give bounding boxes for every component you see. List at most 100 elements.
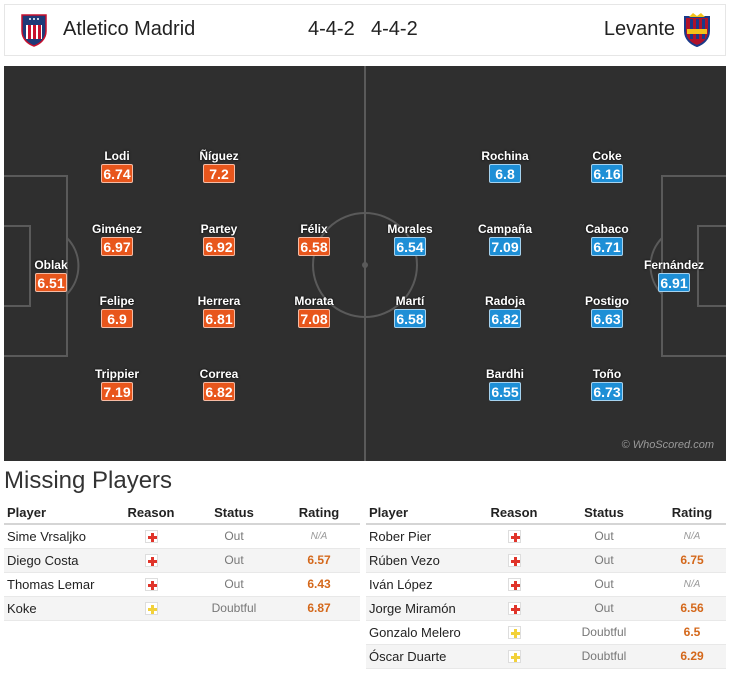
- player-rating: 6.73: [591, 382, 623, 401]
- missing-reason: [478, 524, 550, 549]
- missing-player-name[interactable]: Koke: [4, 596, 112, 621]
- missing-reason: [112, 548, 190, 573]
- player-rating: 6.82: [489, 309, 521, 328]
- col-reason[interactable]: Reason: [112, 502, 190, 525]
- col-status[interactable]: Status: [550, 502, 658, 525]
- missing-status: Out: [190, 548, 278, 573]
- missing-rating: 6.29: [658, 644, 726, 669]
- whoscored-watermark: © WhoScored.com: [621, 439, 714, 451]
- home-team-name[interactable]: Atletico Madrid: [63, 18, 196, 40]
- missing-player-name[interactable]: Diego Costa: [4, 548, 112, 573]
- injury-cross-icon[interactable]: [144, 578, 158, 592]
- levante-crest-icon[interactable]: [681, 13, 713, 47]
- missing-status: Doubtful: [550, 620, 658, 645]
- missing-player-name[interactable]: Rober Pier: [366, 524, 478, 549]
- doubtful-cross-icon[interactable]: [507, 626, 521, 640]
- missing-player-name[interactable]: Gonzalo Melero: [366, 620, 478, 645]
- player-rating: 6.55: [489, 382, 521, 401]
- missing-player-name[interactable]: Iván López: [366, 572, 478, 597]
- player-name: Giménez: [91, 222, 142, 236]
- missing-player-name[interactable]: Thomas Lemar: [4, 572, 112, 597]
- col-player[interactable]: Player: [366, 502, 478, 525]
- injury-cross-icon[interactable]: [507, 602, 521, 616]
- player-rating: 6.82: [203, 382, 235, 401]
- injury-cross-icon[interactable]: [507, 578, 521, 592]
- player-rating: 6.54: [394, 237, 426, 256]
- missing-rating: 6.87: [278, 596, 360, 621]
- col-reason[interactable]: Reason: [478, 502, 550, 525]
- missing-status: Out: [190, 572, 278, 597]
- doubtful-cross-icon[interactable]: [144, 602, 158, 616]
- missing-reason: [112, 524, 190, 549]
- missing-reason: [112, 572, 190, 597]
- player-name: Morales: [387, 222, 433, 236]
- missing-rating: N/A: [278, 524, 360, 549]
- col-player[interactable]: Player: [4, 502, 112, 525]
- atletico-madrid-crest-icon[interactable]: [20, 13, 48, 47]
- match-header: Atletico Madrid 4-4-2 4-4-2 Levante: [4, 4, 726, 56]
- player-name: Felipe: [99, 294, 135, 308]
- injury-cross-icon[interactable]: [144, 530, 158, 544]
- doubtful-cross-icon[interactable]: [507, 650, 521, 664]
- player-rating: 6.9: [101, 309, 133, 328]
- missing-rating: N/A: [658, 572, 726, 597]
- home-missing-table: Player Reason Status Rating Sime Vrsaljk…: [4, 502, 360, 621]
- player-rating: 6.97: [101, 237, 133, 256]
- col-status[interactable]: Status: [190, 502, 278, 525]
- player-name: Morata: [294, 294, 334, 308]
- missing-rating: 6.43: [278, 572, 360, 597]
- away-team-name[interactable]: Levante: [603, 18, 675, 40]
- player-rating: 6.51: [35, 273, 67, 292]
- player-rating: 7.08: [298, 309, 330, 328]
- col-rating[interactable]: Rating: [658, 502, 726, 525]
- player-rating: 6.74: [101, 164, 133, 183]
- injury-cross-icon[interactable]: [507, 530, 521, 544]
- player-rating: 6.16: [591, 164, 623, 183]
- missing-player-name[interactable]: Sime Vrsaljko: [4, 524, 112, 549]
- player-name: Campaña: [477, 222, 533, 236]
- missing-reason: [478, 548, 550, 573]
- injury-cross-icon[interactable]: [507, 554, 521, 568]
- table-header-row: Player Reason Status Rating: [366, 502, 726, 525]
- missing-player-name[interactable]: Óscar Duarte: [366, 644, 478, 669]
- missing-player-name[interactable]: Rúben Vezo: [366, 548, 478, 573]
- col-rating[interactable]: Rating: [278, 502, 360, 525]
- missing-player-name[interactable]: Jorge Miramón: [366, 596, 478, 621]
- player-rating: 6.92: [203, 237, 235, 256]
- player-name: Ñíguez: [199, 149, 239, 163]
- injury-cross-icon[interactable]: [144, 554, 158, 568]
